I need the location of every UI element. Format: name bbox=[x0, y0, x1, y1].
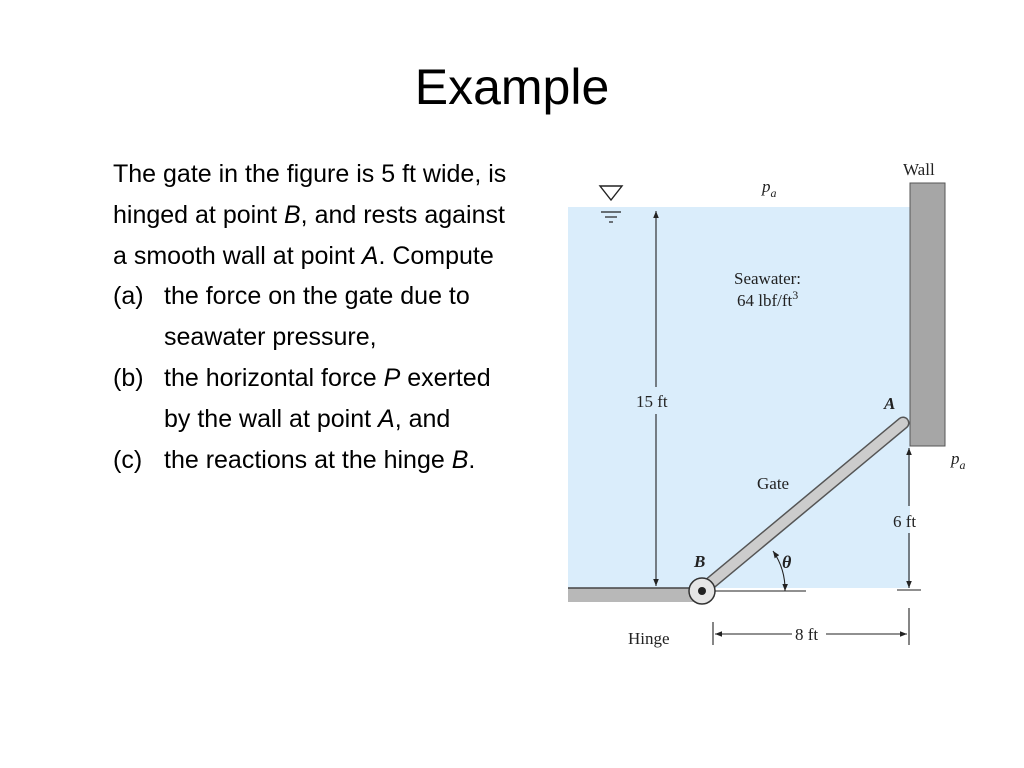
gate-diagram: Wall pa pa Seawater: 64 lbf/ft3 15 ft Ga… bbox=[560, 150, 990, 660]
italic-symbol: P bbox=[383, 363, 401, 392]
gate bbox=[694, 416, 910, 598]
seawater-density: 64 lbf/ft3 bbox=[737, 288, 798, 310]
span-label: 8 ft bbox=[795, 625, 818, 644]
problem-statement: The gate in the figure is 5 ft wide, is … bbox=[113, 154, 513, 480]
part-label: (b) bbox=[113, 363, 144, 392]
part-label: (c) bbox=[113, 445, 143, 474]
seawater-region bbox=[568, 207, 910, 588]
problem-part-c: (c) the reactions at the hinge B. bbox=[113, 440, 513, 481]
gate-label: Gate bbox=[757, 474, 789, 493]
hinge-pin bbox=[688, 577, 716, 605]
part-text: the reactions at the hinge B. bbox=[164, 445, 476, 474]
italic-symbol: A bbox=[361, 241, 379, 270]
wall-label: Wall bbox=[903, 160, 935, 179]
problem-part-a: (a) the force on the gate due to seawate… bbox=[113, 276, 513, 358]
italic-symbol: B bbox=[283, 200, 301, 229]
part-text: the force on the gate due to seawater pr… bbox=[164, 282, 470, 352]
angle-theta-label: θ bbox=[782, 552, 792, 572]
seawater-label: Seawater: bbox=[734, 269, 801, 288]
slide-title: Example bbox=[414, 59, 610, 115]
point-a-label: A bbox=[883, 394, 895, 413]
problem-intro: The gate in the figure is 5 ft wide, is … bbox=[113, 160, 507, 270]
ground bbox=[568, 588, 696, 602]
hinge-label: Hinge bbox=[628, 629, 670, 648]
problem-part-b: (b) the horizontal force P exerted by th… bbox=[113, 358, 513, 440]
angle-arc bbox=[772, 550, 788, 592]
point-b-label: B bbox=[693, 552, 705, 571]
free-surface-symbol bbox=[598, 185, 624, 223]
wall bbox=[909, 182, 946, 447]
part-text: the horizontal force P exerted by the wa… bbox=[164, 363, 491, 433]
part-label: (a) bbox=[113, 282, 144, 311]
italic-symbol: B bbox=[451, 445, 469, 474]
atm-pressure-label-top: pa bbox=[761, 177, 777, 200]
problem-parts: (a) the force on the gate due to seawate… bbox=[113, 276, 513, 480]
italic-symbol: A bbox=[378, 404, 395, 433]
depth-label: 15 ft bbox=[636, 392, 668, 411]
atm-pressure-label-right: pa bbox=[950, 449, 966, 472]
height-label: 6 ft bbox=[893, 512, 916, 531]
